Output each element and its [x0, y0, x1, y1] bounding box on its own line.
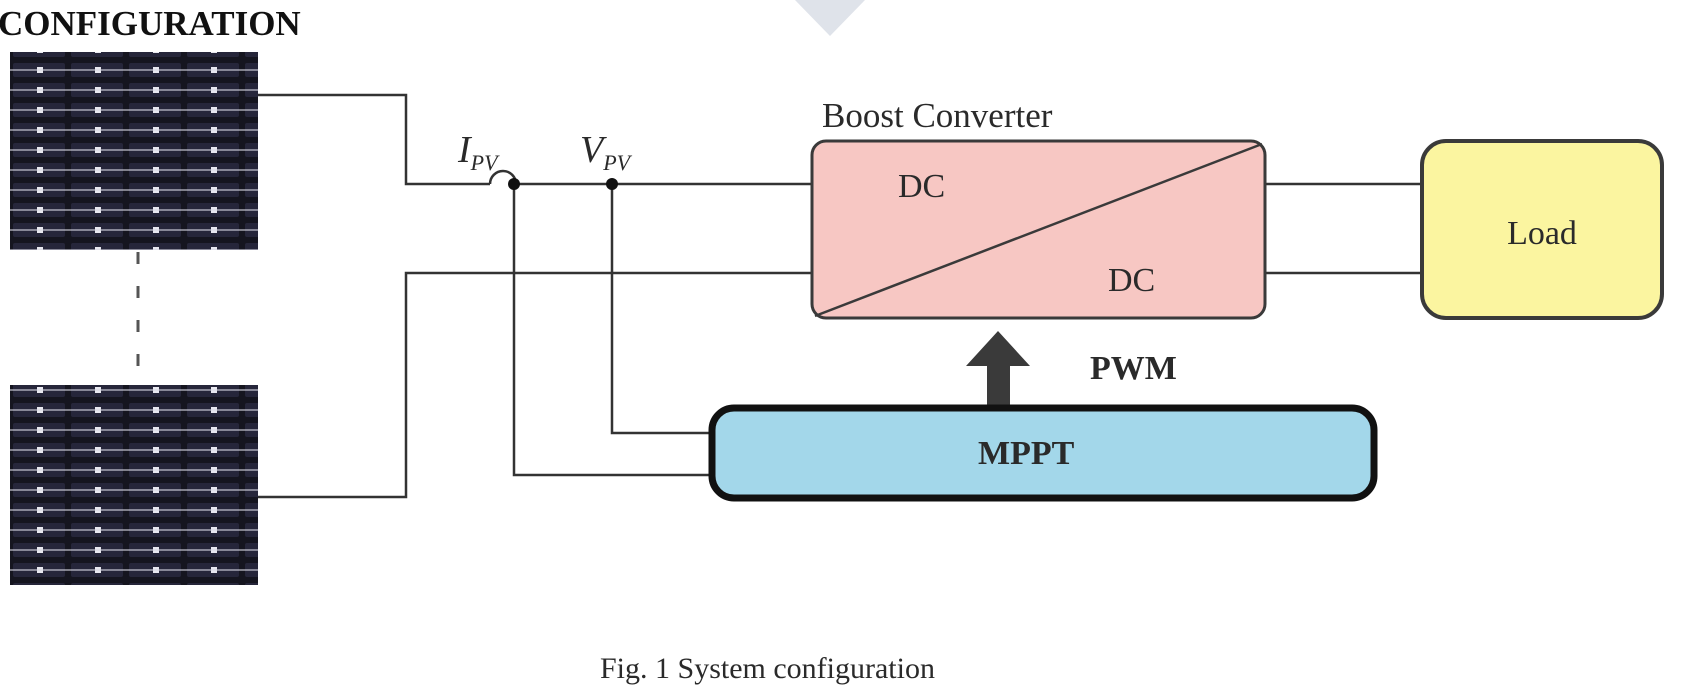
- converter-diagonal: [814, 142, 1263, 318]
- mppt-label: MPPT: [978, 435, 1075, 472]
- wire-positive-1: [258, 93, 490, 186]
- wire-current-sense: [512, 184, 712, 477]
- figure-caption: Fig. 1 System configuration: [600, 652, 935, 685]
- pwm-label: PWM: [1090, 350, 1177, 387]
- top-triangle-decoration: [795, 0, 865, 36]
- mppt-block: [708, 404, 1378, 502]
- dc-output-label: DC: [1108, 262, 1155, 299]
- voltage-tap-node: [606, 178, 618, 190]
- converter-title: Boost Converter: [822, 96, 1053, 135]
- current-tap-node: [508, 178, 520, 190]
- solar-panel-bottom: [10, 385, 258, 585]
- wire-negative: [258, 271, 812, 499]
- wire-voltage-sense: [610, 184, 712, 435]
- current-label: IPV: [457, 129, 500, 175]
- solar-panel-top: [10, 52, 258, 250]
- pwm-arrow-icon: [966, 331, 1030, 405]
- dc-input-label: DC: [898, 168, 945, 205]
- section-heading: CONFIGURATION: [0, 4, 301, 43]
- load-block: [1420, 139, 1664, 320]
- voltage-label: VPV: [580, 129, 633, 175]
- load-label: Load: [1507, 215, 1577, 252]
